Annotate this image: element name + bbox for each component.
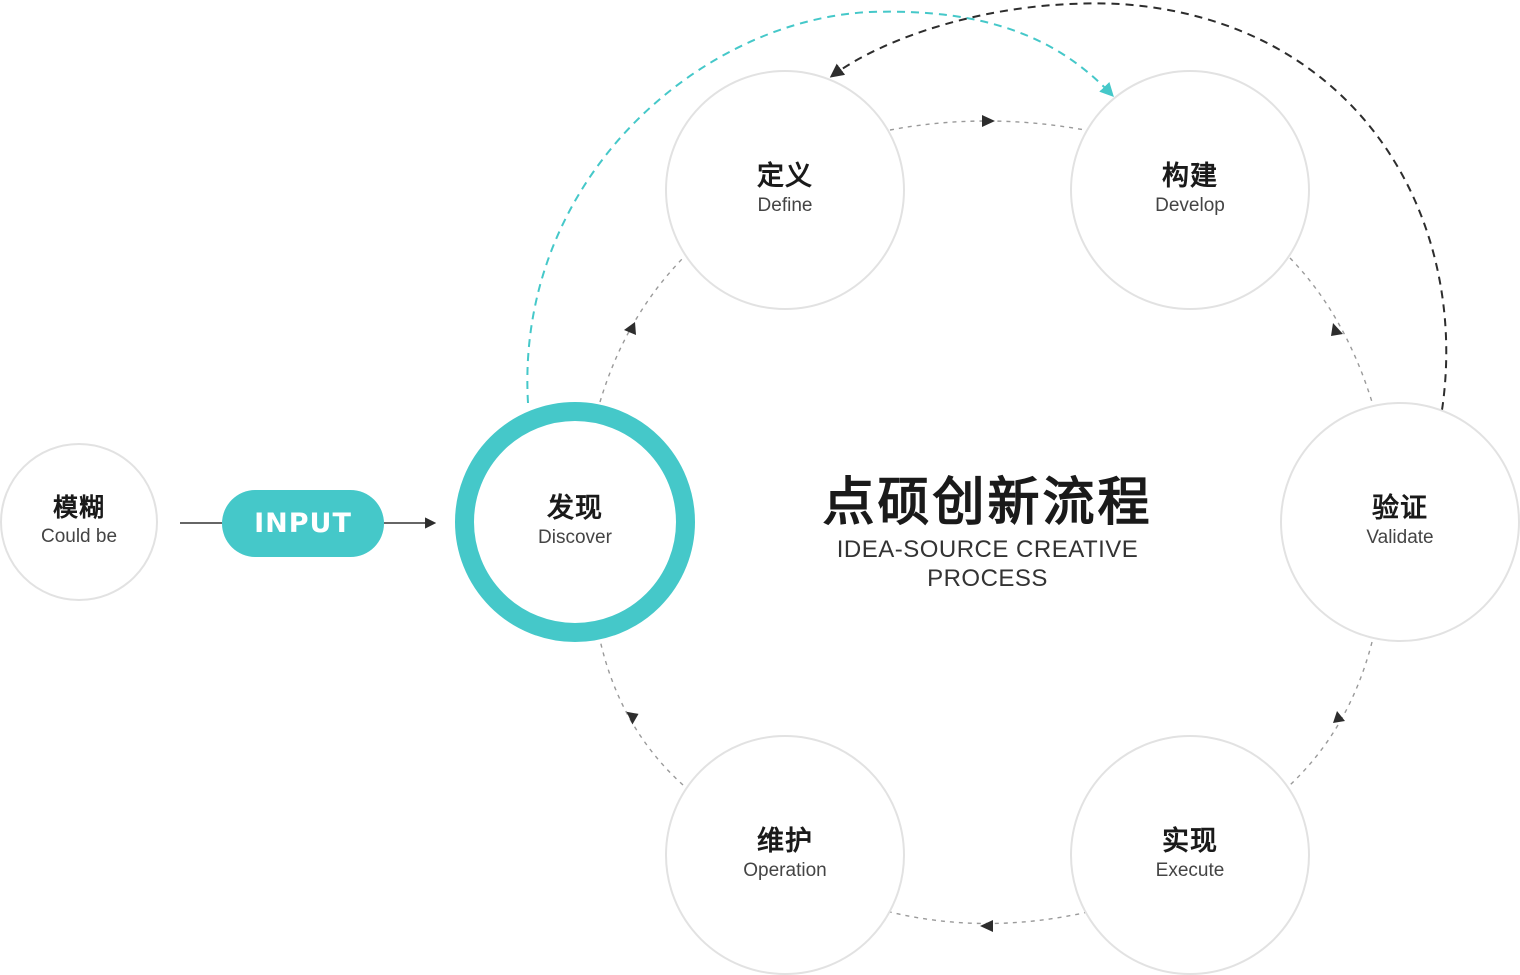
diagram-title-zh: 点硕创新流程 bbox=[822, 473, 1153, 533]
arrowhead-discover-define bbox=[624, 322, 636, 335]
node-could-be: 模糊 Could be bbox=[0, 443, 158, 601]
node-could-be-en: Could be bbox=[40, 526, 118, 548]
connector-define-develop bbox=[889, 120, 1086, 131]
loop-validate-to-define bbox=[829, 2, 1448, 411]
arrowhead-develop-validate bbox=[1331, 323, 1343, 336]
connector-operation-discover bbox=[599, 639, 684, 786]
loop-discover-to-develop bbox=[526, 10, 1114, 404]
diagram-title: 点硕创新流程 IDEA-SOURCE CREATIVE PROCESS bbox=[780, 472, 1195, 594]
node-define-zh: 定义 bbox=[757, 161, 813, 193]
node-validate-en: Validate bbox=[1366, 527, 1434, 549]
node-execute-zh: 实现 bbox=[1162, 826, 1218, 858]
node-discover-en: Discover bbox=[538, 527, 612, 549]
node-discover: 发现 Discover bbox=[455, 402, 695, 642]
node-develop: 构建 Develop bbox=[1070, 70, 1310, 310]
node-operation-en: Operation bbox=[743, 860, 827, 882]
connector-develop-validate bbox=[1289, 257, 1373, 403]
cycle-arrowheads bbox=[624, 115, 1345, 932]
node-define: 定义 Define bbox=[665, 70, 905, 310]
node-develop-en: Develop bbox=[1155, 195, 1225, 217]
arrowhead-operation-discover bbox=[626, 711, 639, 725]
node-could-be-zh: 模糊 bbox=[52, 493, 105, 523]
diagram-title-en: IDEA-SOURCE CREATIVE PROCESS bbox=[836, 536, 1139, 593]
connector-discover-define bbox=[599, 257, 684, 403]
node-develop-zh: 构建 bbox=[1162, 161, 1218, 193]
node-validate: 验证 Validate bbox=[1280, 402, 1520, 642]
connector-validate-execute bbox=[1289, 641, 1373, 786]
arrowhead-validate-execute bbox=[1333, 711, 1345, 723]
node-define-en: Define bbox=[757, 195, 813, 217]
arrowhead-execute-operation bbox=[980, 920, 993, 932]
node-operation: 维护 Operation bbox=[665, 735, 905, 975]
node-validate-zh: 验证 bbox=[1372, 493, 1428, 525]
input-pill: INPUT bbox=[222, 490, 384, 557]
node-operation-zh: 维护 bbox=[757, 826, 813, 858]
node-execute: 实现 Execute bbox=[1070, 735, 1310, 975]
node-discover-zh: 发现 bbox=[547, 493, 603, 525]
arrowhead-define-develop bbox=[982, 115, 995, 127]
node-execute-en: Execute bbox=[1155, 860, 1225, 882]
connector-execute-operation bbox=[889, 911, 1089, 925]
